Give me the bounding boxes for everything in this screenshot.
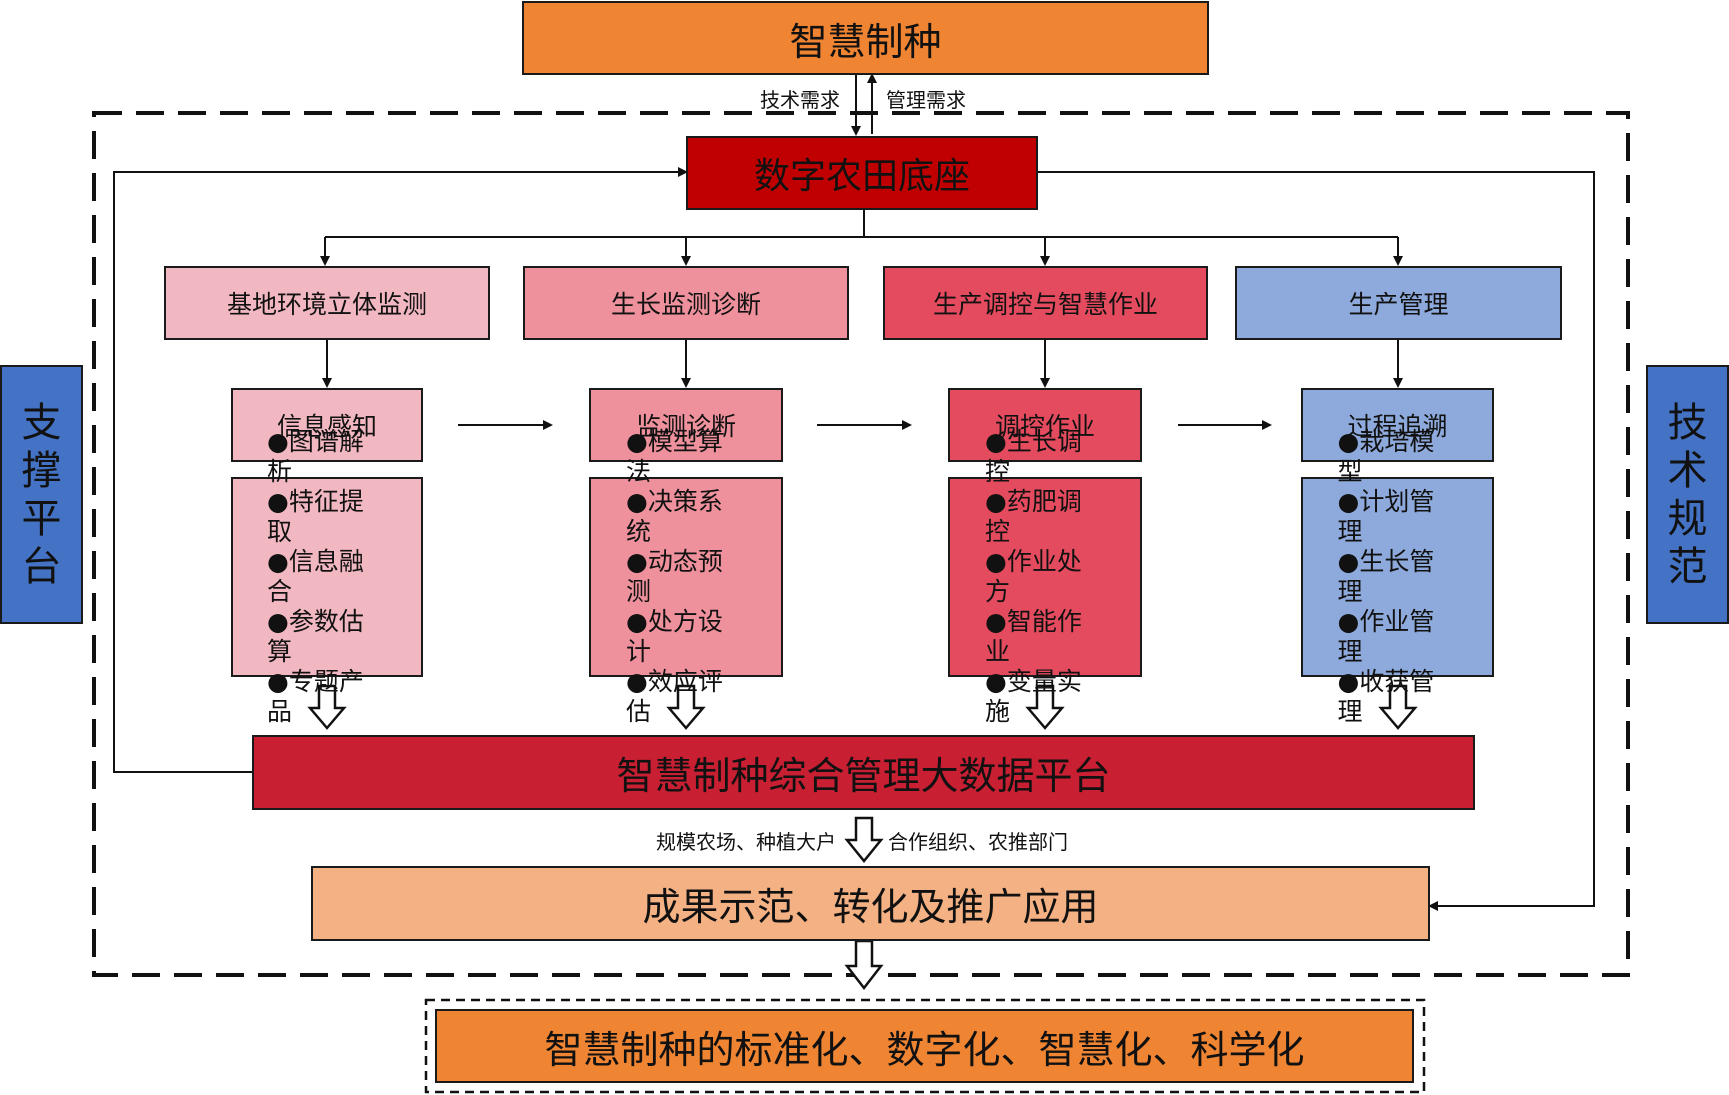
- list-item: ●计划管理: [1337, 487, 1435, 546]
- module-title-production-control: 生产调控与智慧作业: [883, 266, 1208, 340]
- big-data-platform-box: 智慧制种综合管理大数据平台: [252, 735, 1475, 810]
- big-data-platform-label: 智慧制种综合管理大数据平台: [616, 754, 1111, 798]
- list-item: ●栽培模型: [1337, 427, 1435, 486]
- list-item: ●参数估算: [267, 607, 364, 666]
- stage-monitoring-diagnosis: 监测诊断: [589, 388, 783, 462]
- list-item: ●作业管理: [1337, 607, 1435, 666]
- stage-label: 信息感知: [276, 412, 377, 441]
- side-char: 平: [21, 495, 62, 542]
- item-list-production-control: ●生长调控 ●药肥调控 ●作业处方 ●智能作业 ●变量实施: [948, 427, 1142, 726]
- list-item: ●生长调控: [985, 427, 1082, 486]
- side-char: 撑: [21, 447, 62, 494]
- application-label: 成果示范、转化及推广应用: [642, 885, 1099, 929]
- side-char: 规: [1667, 495, 1708, 542]
- goal-label: 智慧制种的标准化、数字化、智慧化、科学化: [544, 1027, 1305, 1072]
- stage-label: 监测诊断: [635, 412, 736, 441]
- stage-process-traceability: 过程追溯: [1301, 388, 1494, 462]
- list-item: ●智能作业: [985, 607, 1082, 666]
- list-item: ●生长管理: [1337, 547, 1435, 606]
- list-item: ●动态预测: [626, 547, 723, 606]
- stage-control-operation: 调控作业: [948, 388, 1142, 462]
- module-title-label: 生产管理: [1348, 290, 1449, 319]
- list-item: ●收获管理: [1337, 667, 1435, 726]
- digital-farmland-base-box: 数字农田底座: [686, 136, 1038, 210]
- list-item: ●决策系统: [626, 487, 723, 546]
- item-list-production-management: ●栽培模型 ●计划管理 ●生长管理 ●作业管理 ●收获管理: [1301, 427, 1494, 726]
- list-item: ●变量实施: [985, 667, 1082, 726]
- list-item: ●效应评估: [626, 667, 723, 726]
- module-title-label: 生长监测诊断: [610, 290, 761, 319]
- list-item: ●模型算法: [626, 427, 723, 486]
- users-right-label: 合作组织、农推部门: [888, 830, 1068, 854]
- technical-standard-panel: 技 术 规 范: [1646, 365, 1729, 624]
- application-box: 成果示范、转化及推广应用: [311, 866, 1430, 941]
- list-item: ●特征提取: [267, 487, 364, 546]
- support-platform-panel: 支 撑 平 台: [0, 365, 83, 624]
- side-char: 术: [1667, 447, 1708, 494]
- item-list-growth-diagnosis: ●模型算法 ●决策系统 ●动态预测 ●处方设计 ●效应评估: [589, 427, 783, 726]
- mgmt-demand-label: 管理需求: [886, 88, 966, 112]
- goal-box: 智慧制种的标准化、数字化、智慧化、科学化: [435, 1009, 1414, 1083]
- side-char: 台: [21, 543, 62, 590]
- module-title-growth-diagnosis: 生长监测诊断: [523, 266, 849, 340]
- module-title-label: 生产调控与智慧作业: [932, 290, 1158, 319]
- smart-seed-production-label: 智慧制种: [789, 19, 942, 64]
- list-item: ●作业处方: [985, 547, 1082, 606]
- list-item: ●专题产品: [267, 667, 364, 726]
- list-item: ●信息融合: [267, 547, 364, 606]
- tech-demand-label: 技术需求: [760, 88, 840, 112]
- module-title-production-management: 生产管理: [1235, 266, 1562, 340]
- side-char: 支: [21, 399, 62, 446]
- stage-label: 调控作业: [994, 412, 1095, 441]
- stage-label: 过程追溯: [1347, 412, 1448, 441]
- side-char: 技: [1667, 399, 1708, 446]
- list-item: ●药肥调控: [985, 487, 1082, 546]
- users-left-label: 规模农场、种植大户: [656, 830, 836, 854]
- item-list-env-monitoring: ●图谱解析 ●特征提取 ●信息融合 ●参数估算 ●专题产品: [231, 427, 423, 726]
- stage-info-perception: 信息感知: [231, 388, 423, 462]
- side-char: 范: [1667, 543, 1708, 590]
- module-title-env-monitoring: 基地环境立体监测: [164, 266, 490, 340]
- list-item: ●处方设计: [626, 607, 723, 666]
- smart-seed-production-box: 智慧制种: [522, 1, 1209, 75]
- module-title-label: 基地环境立体监测: [226, 290, 427, 319]
- digital-farmland-base-label: 数字农田底座: [753, 156, 970, 197]
- goal-dashed-frame: [424, 998, 1426, 1094]
- list-item: ●图谱解析: [267, 427, 364, 486]
